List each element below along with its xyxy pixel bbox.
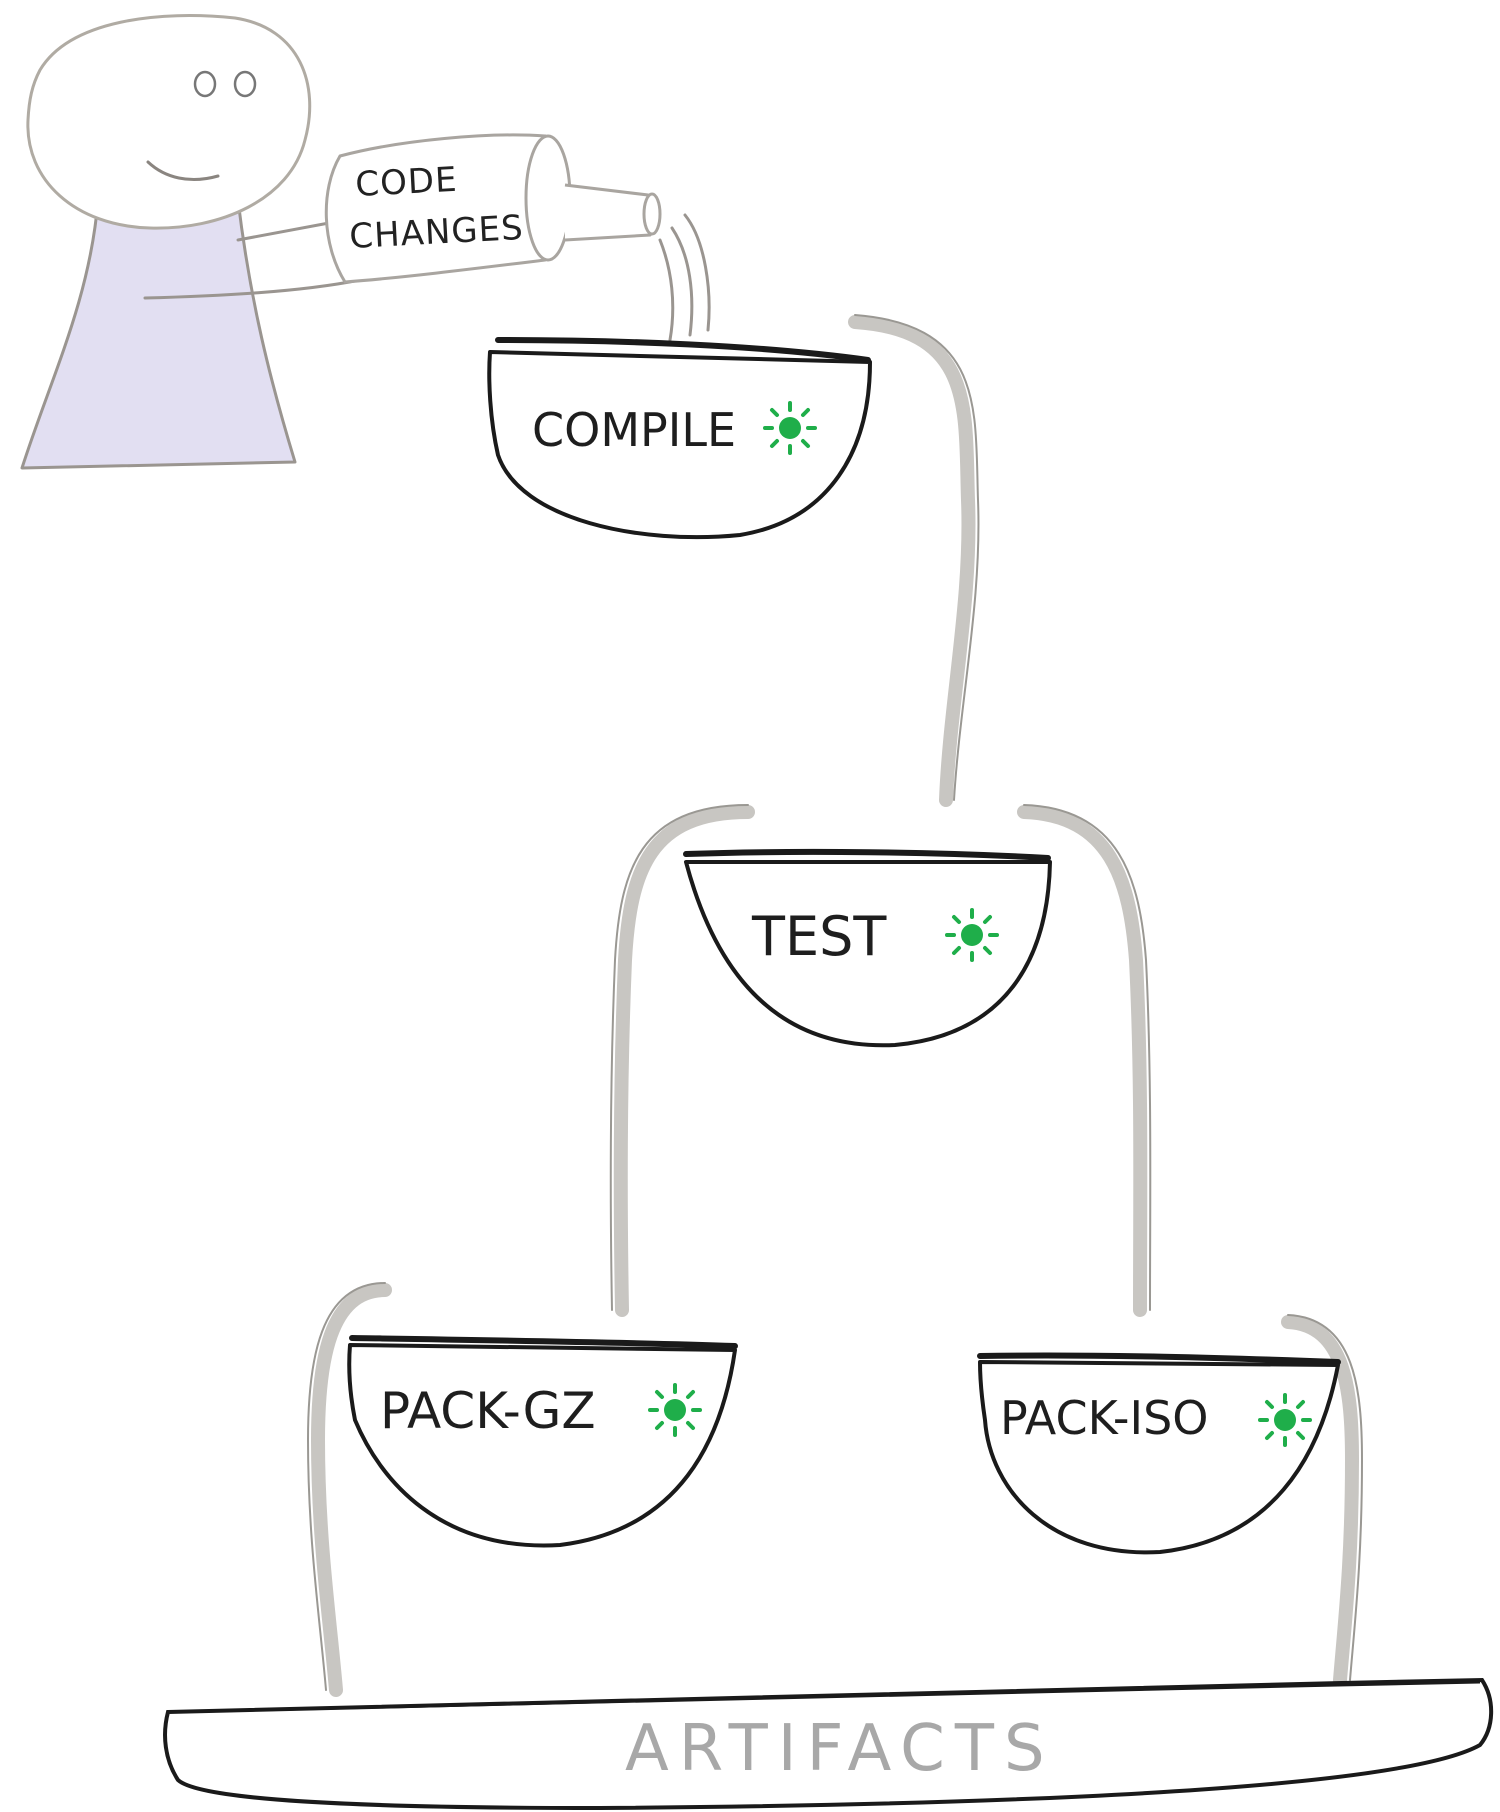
can-spout-tip bbox=[644, 194, 660, 234]
stage-label-pack-iso: PACK-ISO bbox=[1000, 1391, 1208, 1445]
stage-pack-iso: PACK-ISO bbox=[980, 1355, 1338, 1552]
water-stream-2 bbox=[672, 228, 692, 335]
water-stream-3 bbox=[660, 240, 673, 340]
person-head bbox=[28, 16, 310, 229]
developer-figure bbox=[22, 16, 360, 468]
stage-label-pack-gz: PACK-GZ bbox=[380, 1382, 596, 1440]
can-rim bbox=[526, 136, 570, 260]
sun-status-icon bbox=[650, 1385, 700, 1435]
stage-label-test: TEST bbox=[751, 905, 887, 968]
stage-label-compile: COMPILE bbox=[532, 403, 736, 457]
watering-can: CODE CHANGES bbox=[326, 135, 709, 340]
sun-status-icon bbox=[765, 403, 815, 453]
bowl-test-rim bbox=[686, 852, 1048, 858]
sun-status-icon bbox=[947, 910, 997, 960]
bowl-pack-gz bbox=[349, 1345, 735, 1545]
pipe-compile-to-test bbox=[855, 322, 968, 800]
person-body bbox=[22, 200, 295, 468]
artifacts-label: ARTIFACTS bbox=[625, 1712, 1055, 1786]
can-label-line1: CODE bbox=[354, 160, 458, 205]
stage-compile: COMPILE bbox=[489, 340, 870, 537]
artifacts-tray: ARTIFACTS bbox=[165, 1680, 1491, 1808]
sun-status-icon bbox=[1260, 1395, 1310, 1445]
stage-test: TEST bbox=[686, 852, 1050, 1045]
stage-pack-gz: PACK-GZ bbox=[349, 1338, 735, 1545]
